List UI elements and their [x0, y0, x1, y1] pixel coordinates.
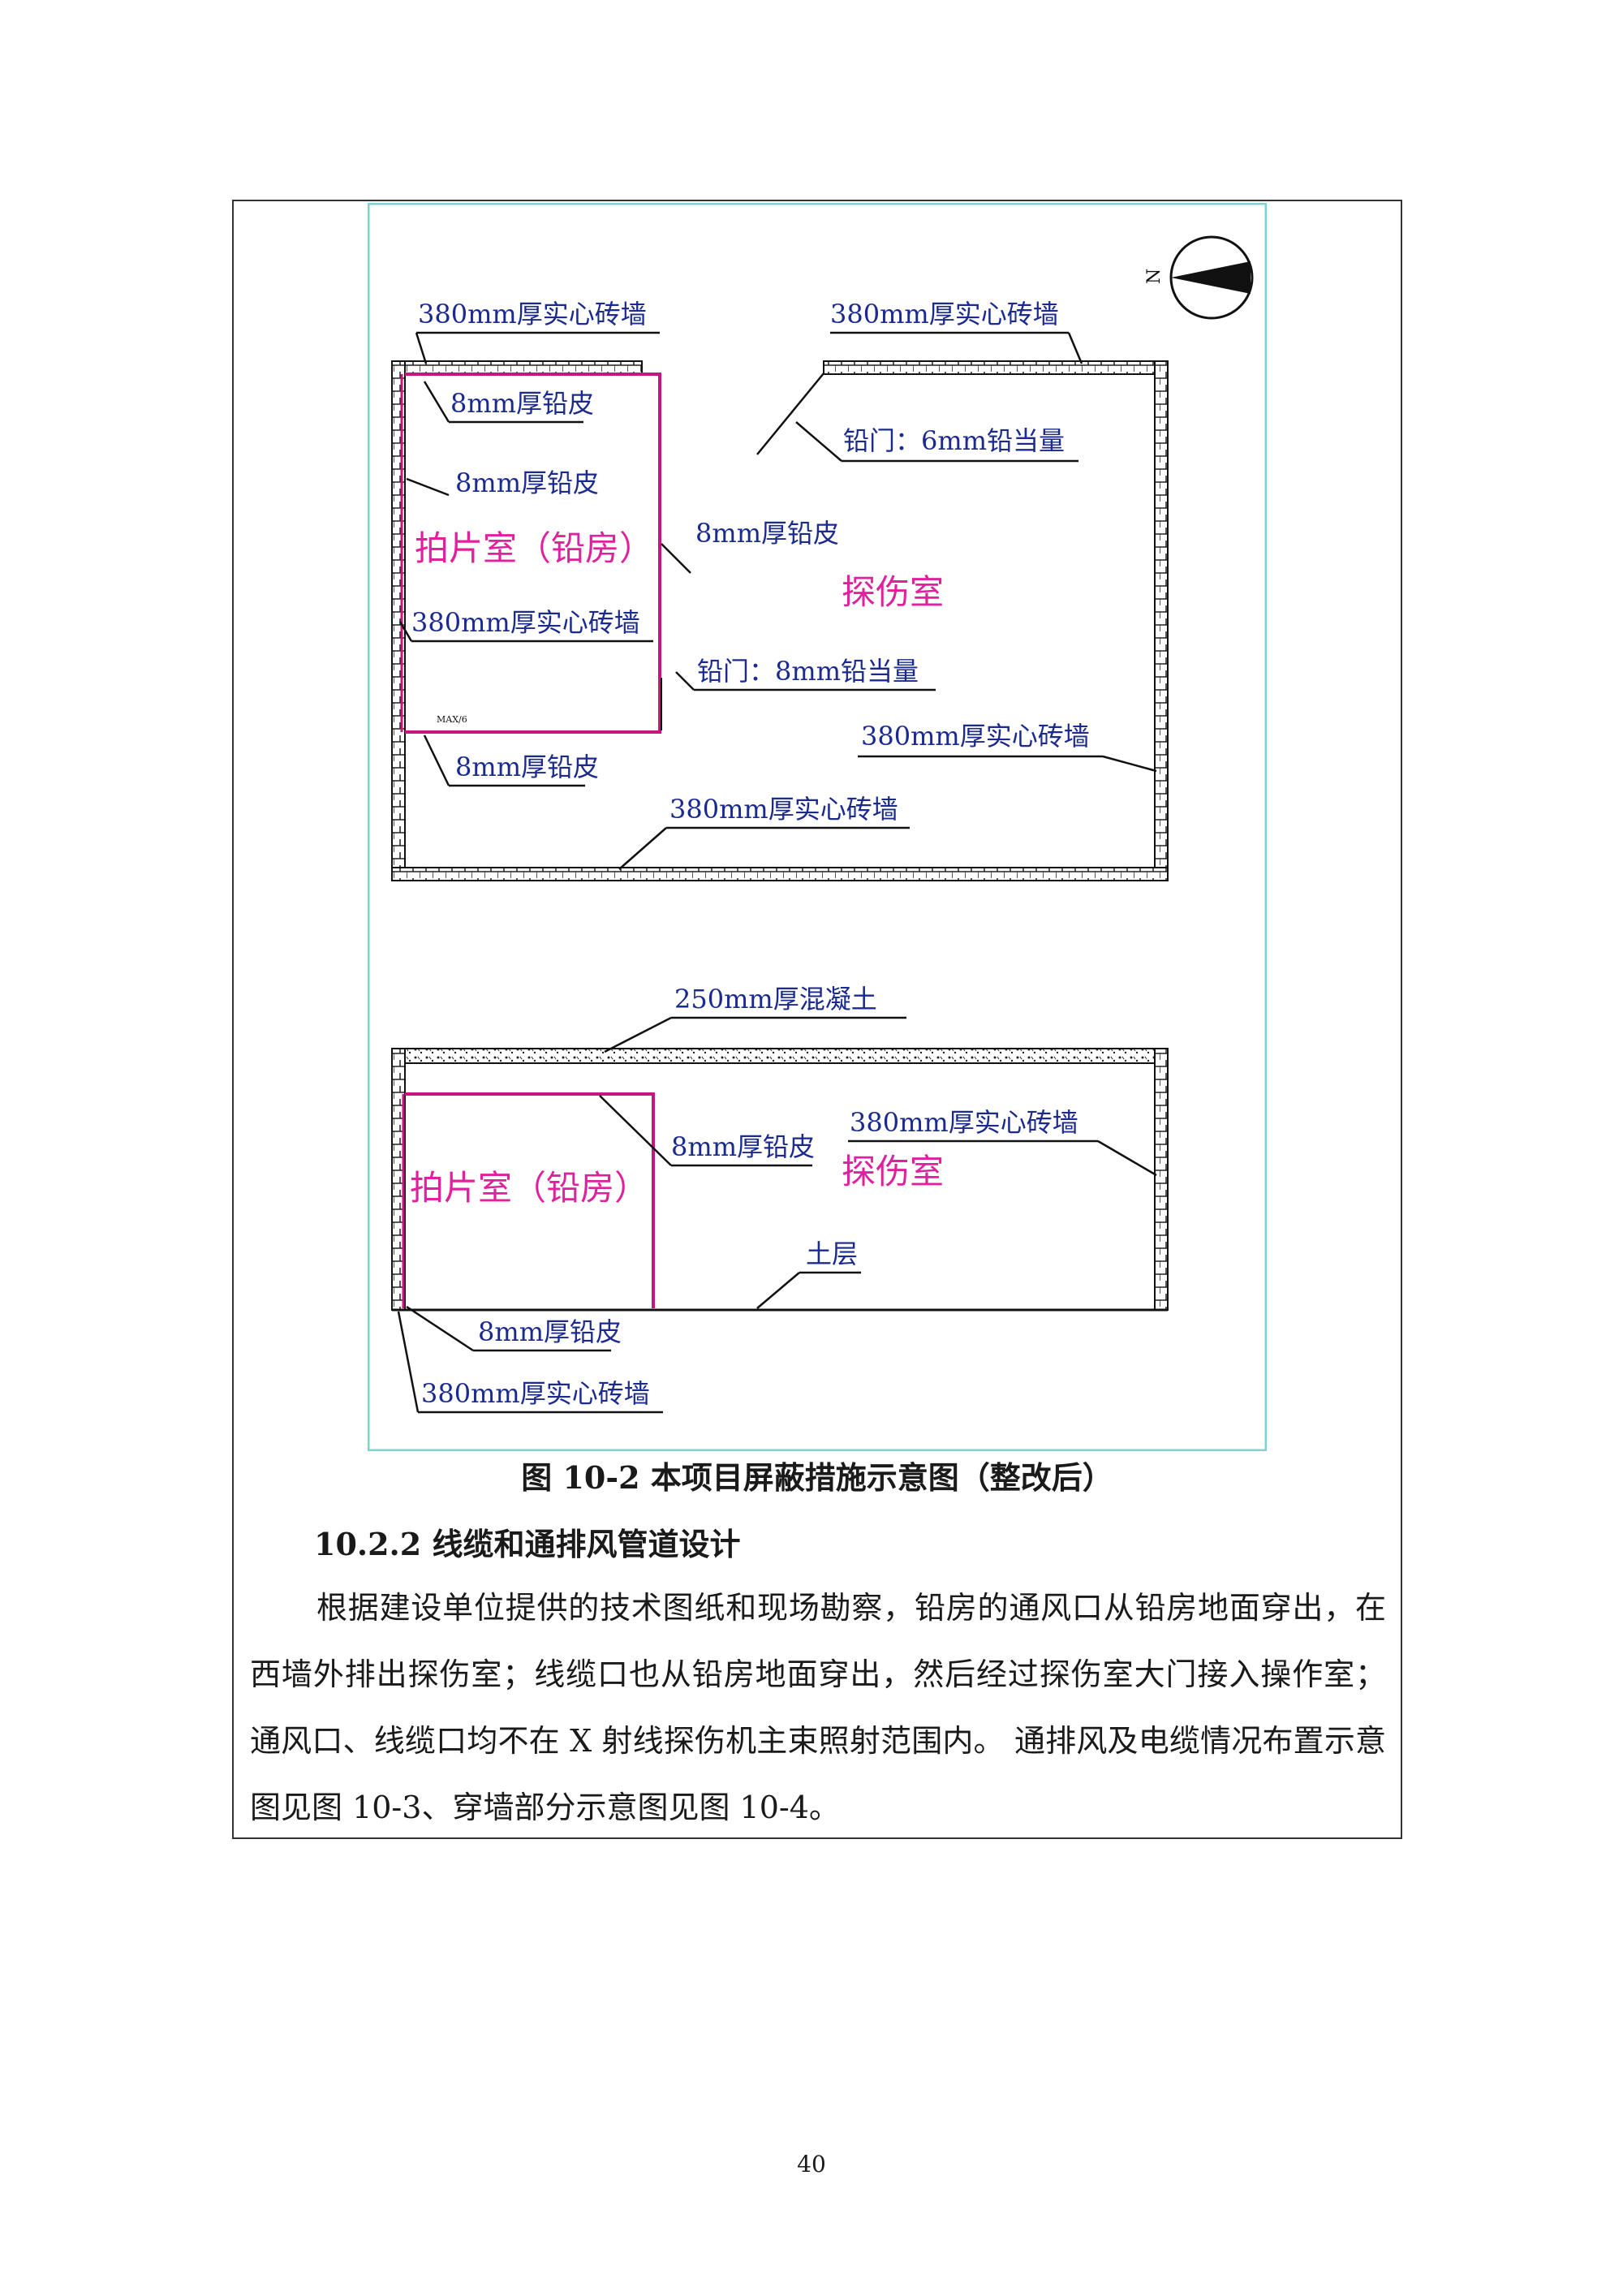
section-lead-bottom-label: 8mm厚铅皮 — [478, 1316, 622, 1347]
section-wall-right — [1154, 1048, 1169, 1311]
section-lead-room — [405, 1092, 655, 1308]
shielding-diagram: N MAX/6 380mm厚实心砖墙 380mm厚实心砖墙 8mm厚铅皮 铅门：… — [368, 203, 1267, 1451]
plan-lead-room — [405, 373, 661, 734]
plan-wall-inner-label: 380mm厚实心砖墙 — [411, 607, 640, 638]
body-paragraph: 根据建设单位提供的技术图纸和现场勘察，铅房的通风口从铅房地面穿出，在西墙外排出探… — [250, 1590, 1386, 1825]
plan-small-mark: MAX/6 — [437, 714, 467, 725]
section-room-flaw: 探伤室 — [842, 1152, 944, 1191]
plan-door-6mm-leaf — [756, 373, 824, 455]
compass-icon: N — [1144, 235, 1254, 320]
plan-view: MAX/6 380mm厚实心砖墙 380mm厚实心砖墙 8mm厚铅皮 铅门：6m… — [391, 299, 1169, 881]
page-number: 40 — [797, 2151, 826, 2178]
section-soil-label: 土层 — [806, 1238, 858, 1269]
plan-lead-label-4: 8mm厚铅皮 — [455, 752, 599, 782]
plan-wall-north-left — [391, 360, 643, 375]
section-wall-bottom-label: 380mm厚实心砖墙 — [421, 1378, 650, 1409]
section-room-film: 拍片室（铅房） — [410, 1168, 648, 1208]
plan-door-8mm-label: 铅门：8mm铅当量 — [697, 656, 919, 687]
plan-wall-east — [1154, 360, 1169, 881]
plan-door-6mm-label: 铅门：6mm铅当量 — [843, 425, 1065, 456]
section-heading: 10.2.2 线缆和通排风管道设计 — [314, 1526, 741, 1562]
plan-wall-north-right — [823, 360, 1169, 375]
plan-wall-nw-label: 380mm厚实心砖墙 — [418, 299, 647, 330]
section-lead-label: 8mm厚铅皮 — [671, 1131, 815, 1162]
compass-letter: N — [1144, 269, 1165, 284]
plan-room-film: 拍片室（铅房） — [415, 528, 653, 568]
plan-lead-label-3: 8mm厚铅皮 — [695, 518, 839, 549]
figure-caption: 图 10-2 本项目屏蔽措施示意图（整改后） — [521, 1459, 1113, 1496]
plan-wall-ne-label: 380mm厚实心砖墙 — [830, 299, 1059, 330]
figure-border — [368, 203, 1267, 1451]
section-concrete-slab — [391, 1048, 1169, 1064]
plan-lead-label-2: 8mm厚铅皮 — [455, 467, 599, 498]
plan-wall-east-label: 380mm厚实心砖墙 — [861, 721, 1090, 752]
section-concrete-label: 250mm厚混凝土 — [674, 984, 877, 1014]
plan-wall-south — [391, 867, 1169, 881]
section-view: 250mm厚混凝土 8mm厚铅皮 380mm厚实心砖墙 拍片室（铅房） 探伤室 … — [391, 984, 1169, 1414]
plan-room-flaw: 探伤室 — [842, 572, 944, 612]
plan-wall-west — [391, 360, 406, 881]
content-frame — [232, 200, 1402, 1839]
plan-lead-label-1: 8mm厚铅皮 — [450, 388, 594, 419]
section-wall-right-label: 380mm厚实心砖墙 — [850, 1107, 1078, 1138]
plan-wall-south-label: 380mm厚实心砖墙 — [669, 794, 898, 825]
